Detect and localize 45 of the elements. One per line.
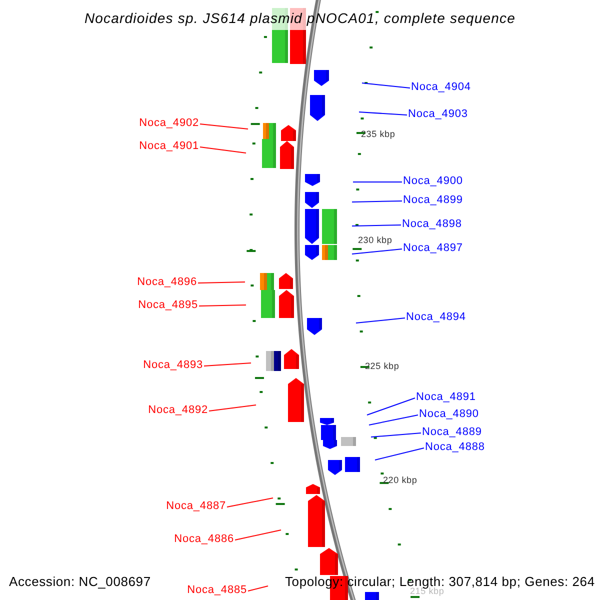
leader-line xyxy=(368,414,418,426)
gene-label: Noca_4889 xyxy=(422,426,482,439)
leader-line xyxy=(370,432,422,438)
gene-label: Noca_4891 xyxy=(416,391,476,404)
gene-label: Noca_4899 xyxy=(403,194,463,207)
gene-label: Noca_4893 xyxy=(143,359,203,372)
scale-label: 225 kbp xyxy=(365,360,400,373)
leader-line xyxy=(352,248,402,254)
gene-label: Noca_4897 xyxy=(403,242,463,255)
leader-line xyxy=(374,448,424,460)
leader-line xyxy=(234,530,282,540)
leader-line xyxy=(200,124,248,130)
accession-text: Accession: NC_008697 xyxy=(9,575,151,588)
leader-line xyxy=(226,498,274,508)
gene-label: Noca_4896 xyxy=(137,276,197,289)
title: Nocardioides sp. JS614 plasmid pNOCA01, complete sequence xyxy=(83,10,517,26)
gene-label: Noca_4904 xyxy=(411,81,471,94)
scale-label: 230 kbp xyxy=(358,234,392,247)
leader-line xyxy=(198,304,246,306)
leader-line xyxy=(204,362,252,366)
gene-label: Noca_4887 xyxy=(166,500,226,513)
leader-line xyxy=(362,82,410,88)
scale-label: 220 kbp xyxy=(383,474,418,487)
leader-line xyxy=(358,112,408,116)
gene-label: Noca_4890 xyxy=(419,408,479,421)
gene-label: Noca_4900 xyxy=(403,175,463,188)
gene-label: Noca_4892 xyxy=(148,404,208,417)
scale-label: 235 kbp xyxy=(361,128,396,141)
leader-line xyxy=(208,404,256,412)
gene-label: Noca_4894 xyxy=(406,311,466,324)
leader-line xyxy=(352,224,402,226)
gene-label: Noca_4901 xyxy=(139,140,199,153)
leader-line xyxy=(248,586,268,592)
gene-label: Noca_4898 xyxy=(402,218,462,231)
gene-label: Noca_4885 xyxy=(187,584,247,597)
leader-line xyxy=(352,200,402,202)
gene-label: Noca_4903 xyxy=(408,108,468,121)
leader-line xyxy=(200,146,246,154)
gene-label: Noca_4888 xyxy=(425,441,485,454)
leader-line xyxy=(356,318,406,324)
gene-label: Noca_4886 xyxy=(174,533,234,546)
leader-line xyxy=(366,398,416,416)
gene-label: Noca_4902 xyxy=(139,117,199,130)
leader-line xyxy=(198,282,246,284)
gene-label: Noca_4895 xyxy=(138,299,198,312)
